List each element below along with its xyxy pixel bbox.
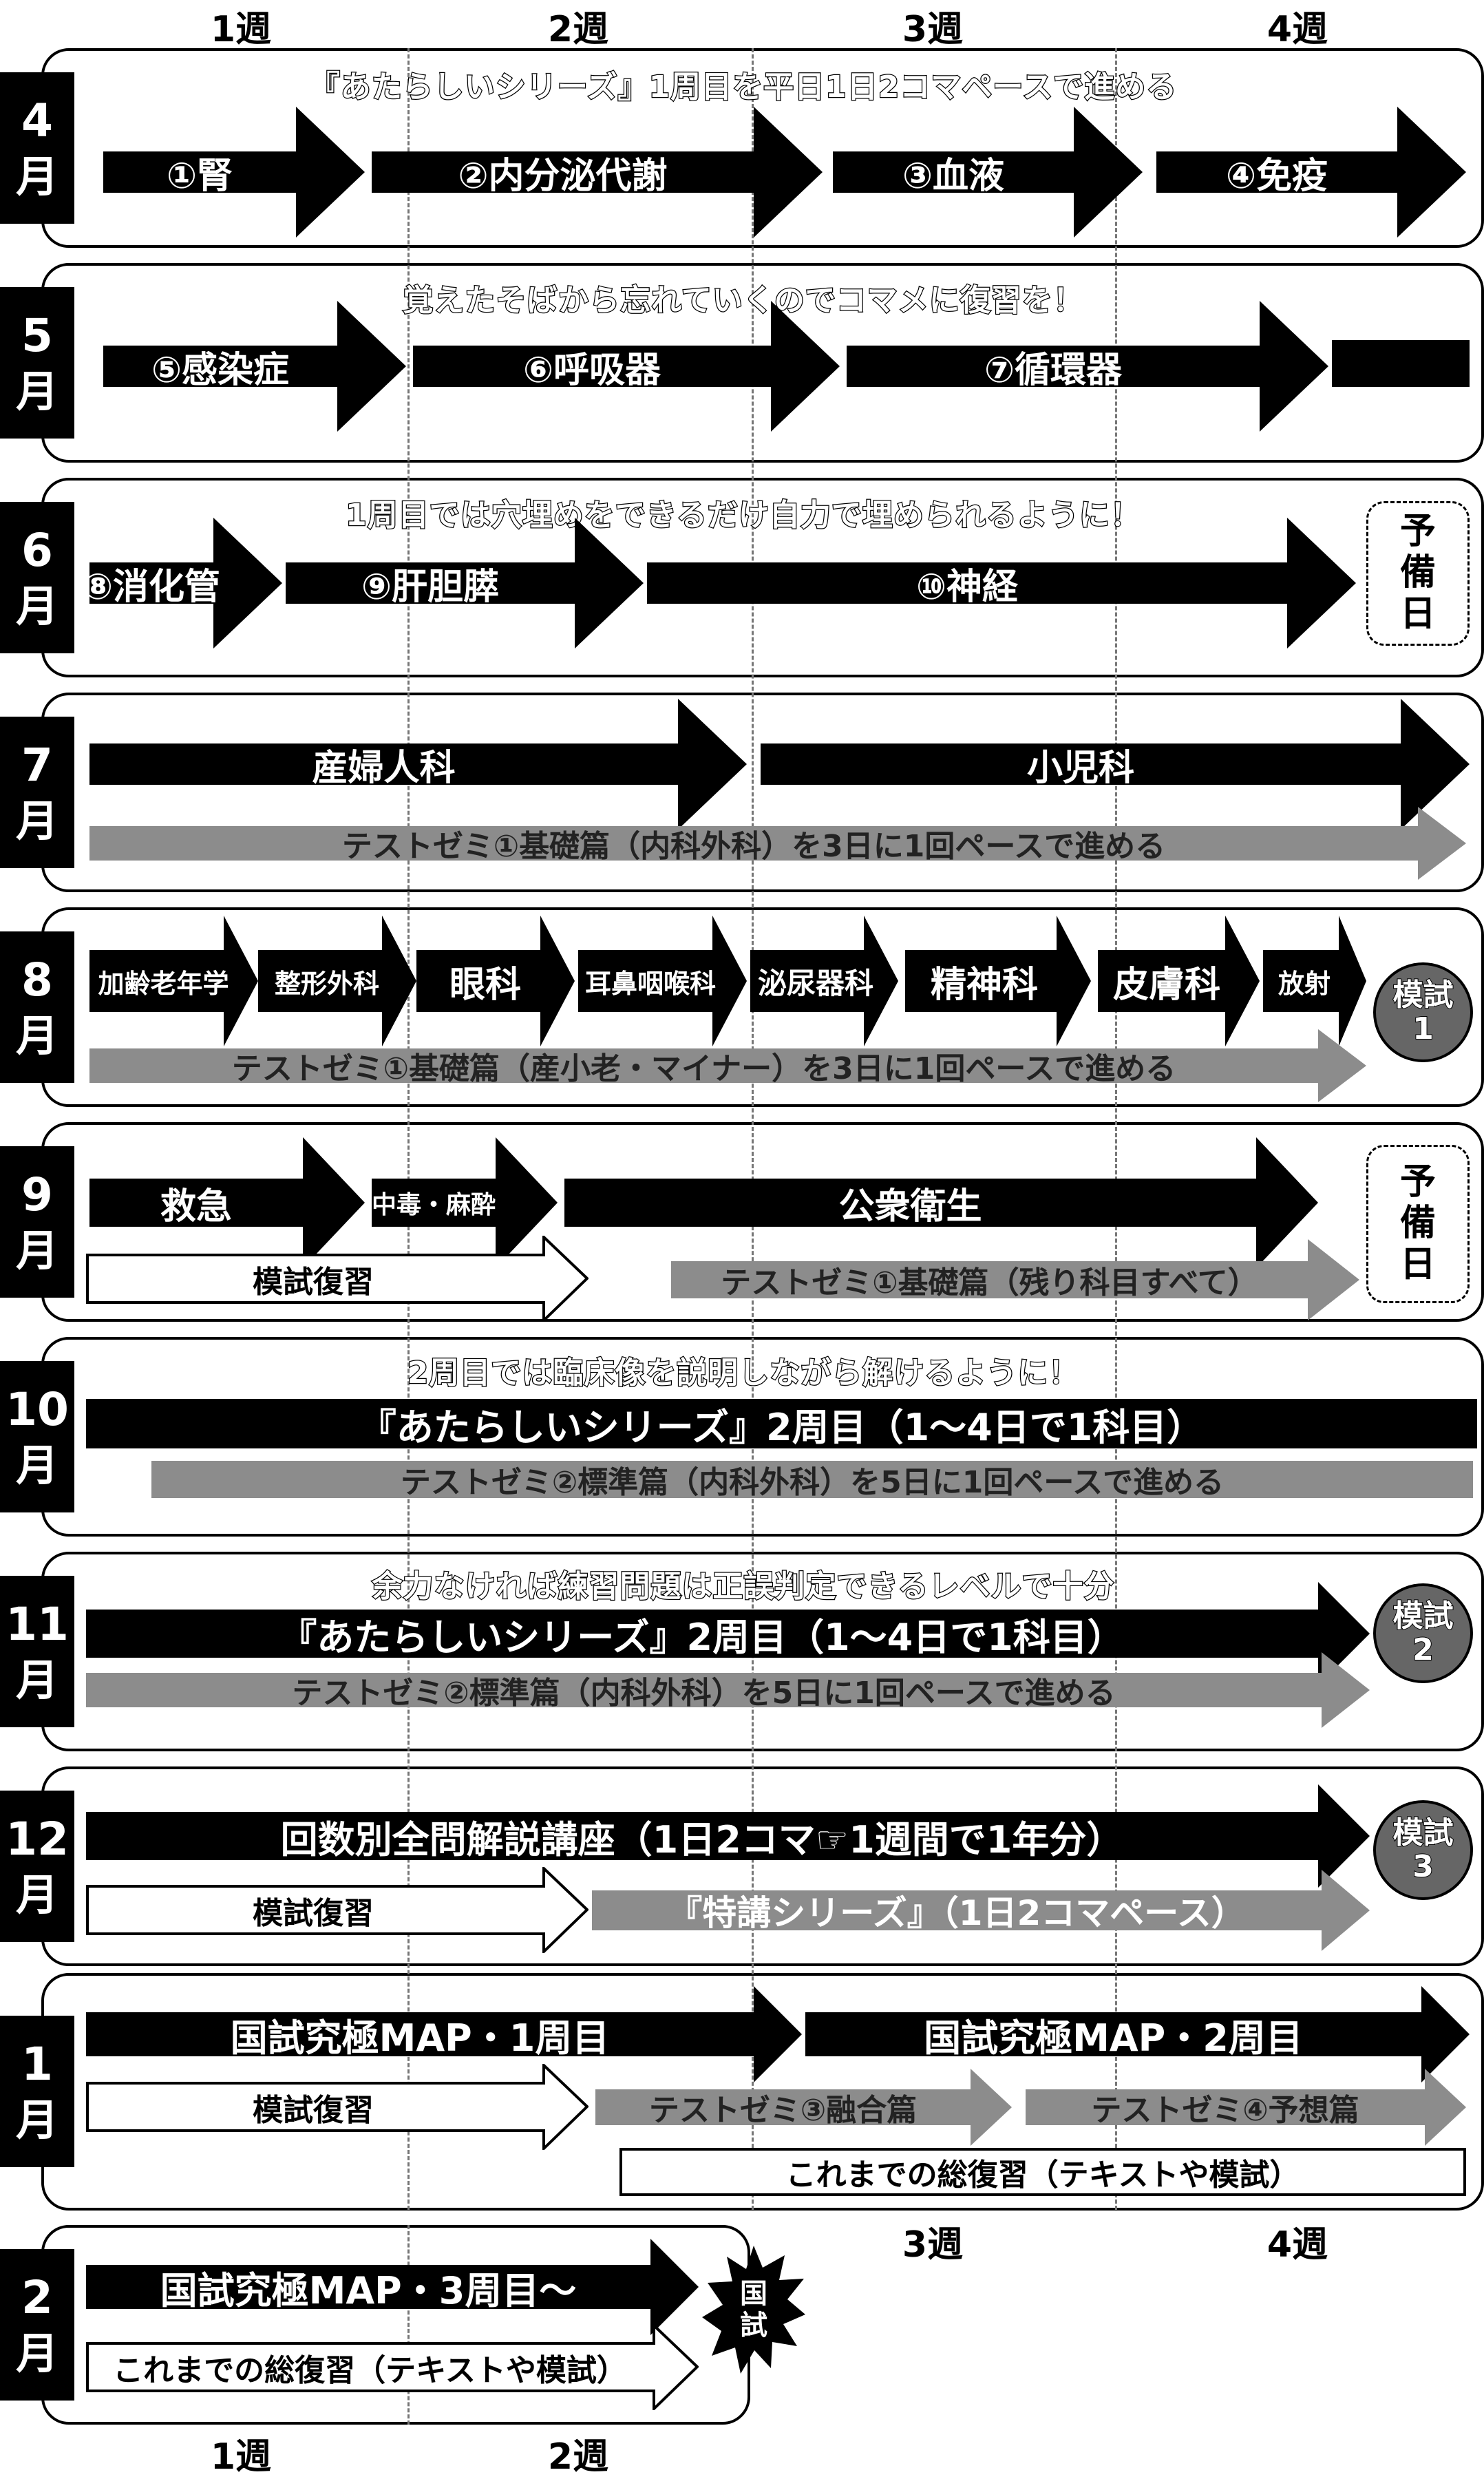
week-divider-1 — [407, 48, 410, 2210]
arrow-nov-main: 『あたらしいシリーズ』2周目（1〜4日で1科目） — [86, 1582, 1370, 1685]
week-divider-1b — [407, 2225, 410, 2425]
arrow-apr-2: ②内分泌代謝 — [372, 107, 823, 238]
arrow-aug-5: 泌尿器科 — [750, 916, 898, 1046]
week-header-mid-4: 4週 — [1266, 2224, 1328, 2266]
note-apr: 『あたらしいシリーズ』1周目を平日1日2コマペースで進める — [309, 69, 1178, 106]
arrow-sep-1: 救急 — [89, 1137, 365, 1268]
arrow-jan-mock-review: 模試復習 — [86, 2064, 589, 2150]
note-may: 覚えたそばから忘れていくのでコマメに復習を！ — [402, 282, 1084, 319]
arrow-may-1: ⑤感染症 — [103, 301, 406, 432]
box-jan-total-review: これまでの総復習（テキストや模試） — [619, 2148, 1466, 2196]
arrow-jul-testzemi: テストゼミ①基礎篇（内科外科）を3日に1回ペースで進める — [89, 807, 1466, 880]
week-header-1: 1週 — [210, 9, 272, 50]
arrow-jun-2: ⑨肝胆膵 — [286, 518, 644, 648]
arrow-jun-3: ⑩神経 — [647, 518, 1356, 648]
week-divider-2 — [752, 48, 754, 2210]
arrow-jan-1: 国試究極MAP・1周目 — [86, 1986, 802, 2082]
week-footer-2: 2週 — [547, 2436, 609, 2478]
arrow-feb-main: 国試究極MAP・3周目〜 — [86, 2239, 699, 2335]
note-jun: 1周目では穴埋めをできるだけ自力で埋められるように！ — [345, 497, 1141, 534]
arrow-aug-testzemi: テストゼミ①基礎篇（産小老・マイナー）を3日に1回ペースで進める — [89, 1029, 1366, 1102]
arrow-dec-special: 『特講シリーズ』（1日2コマペース） — [592, 1870, 1370, 1951]
arrow-may-4 — [1332, 301, 1484, 432]
arrow-sep-2: 中毒・麻酔 — [372, 1137, 558, 1268]
arrow-apr-4: ④免疫 — [1156, 107, 1466, 238]
arrow-sep-mock-review: 模試復習 — [86, 1236, 589, 1322]
bar-oct-testzemi: テストゼミ②標準篇（内科外科）を5日に1回ペースで進める — [151, 1461, 1473, 1500]
arrow-dec-main: 回数別全問解説講座（1日2コマ☞1週間で1年分） — [86, 1784, 1370, 1888]
week-header-4: 4週 — [1266, 9, 1328, 50]
note-oct: 2周目では臨床像を説明しながら解けるように！ — [406, 1355, 1080, 1392]
arrow-aug-7: 皮膚科 — [1098, 916, 1260, 1046]
starburst-icon — [702, 2246, 805, 2374]
week-header-mid-3: 3週 — [902, 2224, 964, 2266]
arrow-jan-2: 国試究極MAP・2周目 — [805, 1986, 1470, 2082]
bar-oct-main: 『あたらしいシリーズ』2周目（1〜4日で1科目） — [86, 1399, 1477, 1449]
arrow-aug-2: 整形外科 — [258, 916, 416, 1046]
week-header-2: 2週 — [547, 9, 609, 50]
arrow-jul-2: 小児科 — [761, 699, 1470, 830]
arrow-sep-testzemi: テストゼミ①基礎篇（残り科目すべて） — [671, 1239, 1359, 1320]
arrow-aug-4: 耳鼻咽喉科 — [578, 916, 747, 1046]
arrow-aug-6: 精神科 — [905, 916, 1091, 1046]
arrow-aug-1: 加齢老年学 — [89, 916, 258, 1046]
arrow-dec-mock-review: 模試復習 — [86, 1867, 589, 1953]
arrow-aug-3: 眼科 — [416, 916, 575, 1046]
reserve-day-jun: 予備日 — [1366, 501, 1470, 646]
reserve-day-sep: 予備日 — [1366, 1145, 1470, 1303]
arrow-aug-8: 放射 — [1263, 916, 1366, 1046]
week-divider-3 — [1115, 48, 1117, 2210]
arrow-sep-3: 公衆衛生 — [564, 1137, 1318, 1268]
arrow-nov-testzemi: テストゼミ②標準篇（内科外科）を5日に1回ペースで進める — [86, 1652, 1370, 1728]
arrow-jan-testzemi-3: テストゼミ③融合篇 — [595, 2069, 1012, 2146]
arrow-jun-1: ⑧消化管 — [83, 518, 282, 648]
arrow-apr-3: ③血液 — [833, 107, 1143, 238]
week-header-3: 3週 — [902, 9, 964, 50]
arrow-jul-1: 産婦人科 — [89, 699, 747, 830]
national-exam-starburst: 国 試 — [702, 2246, 805, 2376]
arrow-apr-1: ①腎 — [103, 107, 365, 238]
arrow-may-3: ⑦循環器 — [847, 301, 1328, 432]
week-footer-1: 1週 — [210, 2436, 272, 2478]
arrow-jan-testzemi-4: テストゼミ④予想篇 — [1026, 2069, 1466, 2146]
arrow-may-2: ⑥呼吸器 — [413, 301, 840, 432]
arrow-feb-total-review: これまでの総復習（テキストや模試） — [86, 2324, 699, 2410]
note-nov: 余力なければ練習問題は正誤判定できるレベルで十分 — [371, 1568, 1115, 1605]
